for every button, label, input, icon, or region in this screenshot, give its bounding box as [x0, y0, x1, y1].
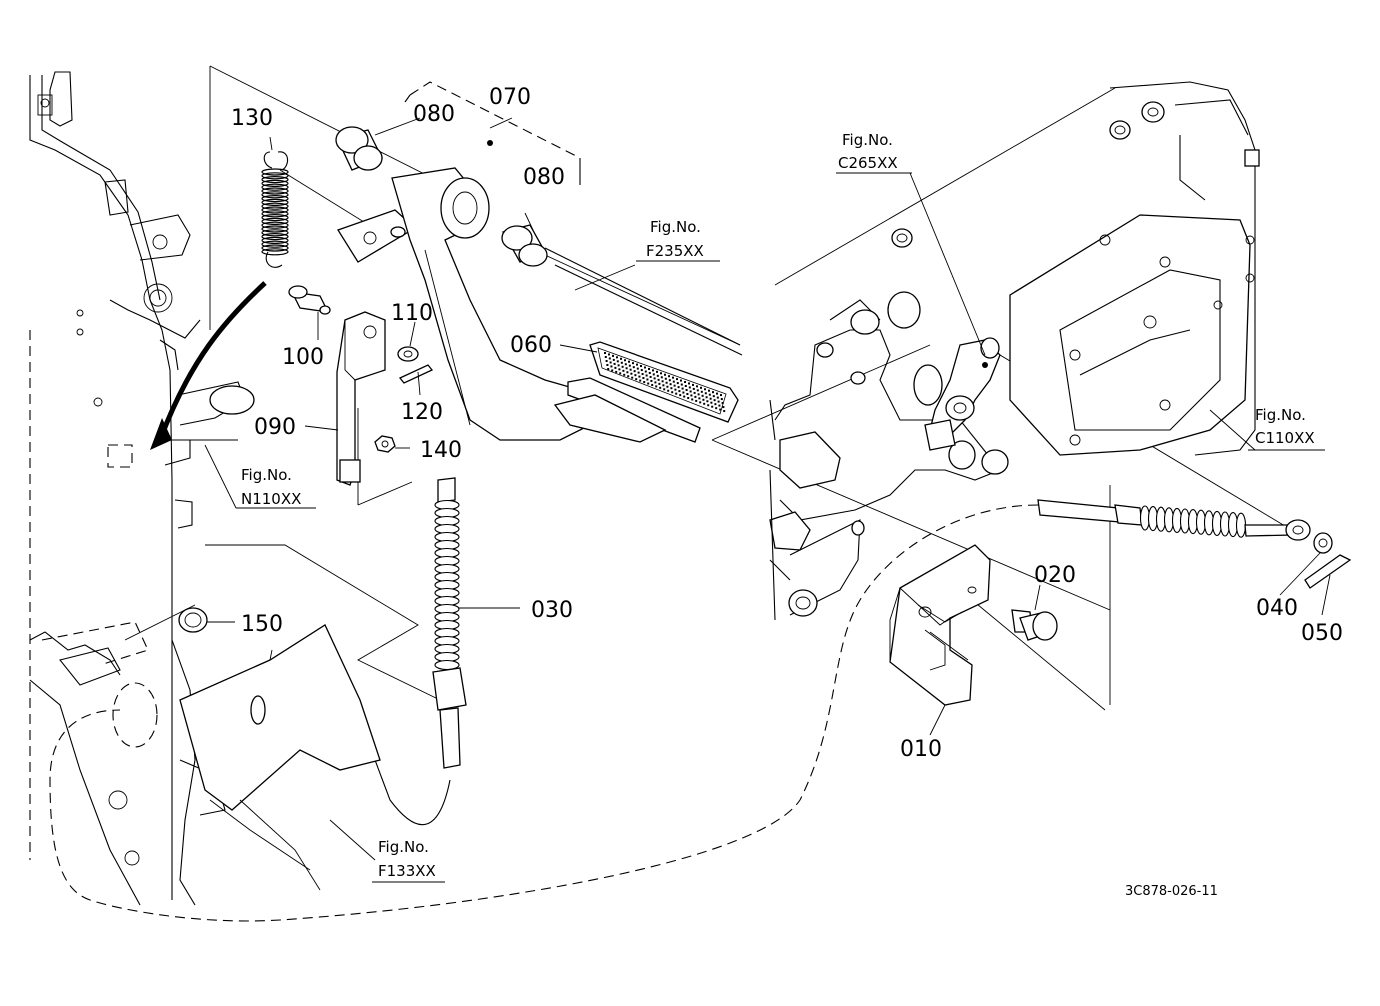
label-100[interactable]: 100 [282, 345, 324, 370]
fig-ref-n110-label: Fig.No. [241, 466, 292, 484]
label-080-right[interactable]: 080 [523, 165, 565, 190]
bolt-020 [1011, 609, 1058, 641]
bushing-150 [178, 607, 208, 633]
transmission-case [1009, 81, 1260, 456]
fig-ref-f133[interactable]: Fig.No. F133XX [372, 838, 445, 883]
footrest-plate [179, 624, 381, 891]
bracket-010 [889, 544, 991, 706]
label-leaders [180, 117, 1331, 861]
left-frame-structure [29, 71, 255, 906]
label-040[interactable]: 040 [1256, 596, 1298, 621]
mid-housing [769, 228, 1009, 621]
cable-030 [329, 477, 467, 826]
assembly-arrow [150, 281, 267, 450]
fig-ref-c110-label: Fig.No. [1255, 406, 1306, 424]
pin-100 [288, 285, 331, 315]
fig-ref-n110[interactable]: Fig.No. N110XX [204, 444, 316, 509]
pedal-pad-060 [567, 341, 739, 443]
fig-ref-n110-code: N110XX [241, 490, 301, 508]
label-090[interactable]: 090 [254, 415, 296, 440]
fig-ref-c110-code: C110XX [1255, 429, 1315, 447]
fig-ref-f133-code: F133XX [378, 862, 436, 880]
label-150[interactable]: 150 [241, 612, 283, 637]
washer-040 [1313, 532, 1333, 554]
fig-ref-f133-label: Fig.No. [378, 838, 429, 856]
fig-ref-c265-code: C265XX [838, 154, 898, 172]
shift-lever [913, 337, 1001, 451]
part-number-labels: 070 080 080 130 100 110 120 090 140 060 … [231, 85, 1343, 762]
cotter-pin-050 [1304, 554, 1352, 589]
fig-ref-f235-label: Fig.No. [650, 218, 701, 236]
assembly-guide-lines [124, 65, 1301, 711]
label-010[interactable]: 010 [900, 737, 942, 762]
fig-ref-f235-code: F235XX [646, 242, 704, 260]
shaft [544, 247, 743, 356]
label-110[interactable]: 110 [391, 301, 433, 326]
label-120[interactable]: 120 [401, 400, 443, 425]
bushing-080-left [335, 126, 383, 171]
washer-110 [397, 346, 419, 362]
bracket-070-dashed [404, 81, 581, 185]
cable-routing-dashed [49, 504, 1039, 922]
drawing-code: 3C878-026-11 [1125, 884, 1218, 899]
fig-ref-c265-label: Fig.No. [842, 131, 893, 149]
label-080-left[interactable]: 080 [413, 102, 455, 127]
label-050[interactable]: 050 [1301, 621, 1343, 646]
fig-ref-f235[interactable]: Fig.No. F235XX [636, 218, 720, 262]
pedal-stopper [553, 394, 667, 443]
rod-090 [336, 311, 386, 486]
label-020[interactable]: 020 [1034, 563, 1076, 588]
nut-140 [374, 435, 396, 453]
label-030[interactable]: 030 [531, 598, 573, 623]
cable-end [1037, 499, 1311, 541]
label-060[interactable]: 060 [510, 333, 552, 358]
bushing-080-right [501, 224, 548, 267]
fig-ref-c110[interactable]: Fig.No. C110XX [1248, 406, 1325, 451]
label-070[interactable]: 070 [489, 85, 531, 110]
fig-ref-c265[interactable]: Fig.No. C265XX [836, 131, 912, 174]
label-130[interactable]: 130 [231, 106, 273, 131]
spring-130 [261, 151, 289, 268]
pedal-arm-070 [337, 167, 601, 441]
label-140[interactable]: 140 [420, 438, 462, 463]
cotter-pin-120 [398, 364, 434, 384]
